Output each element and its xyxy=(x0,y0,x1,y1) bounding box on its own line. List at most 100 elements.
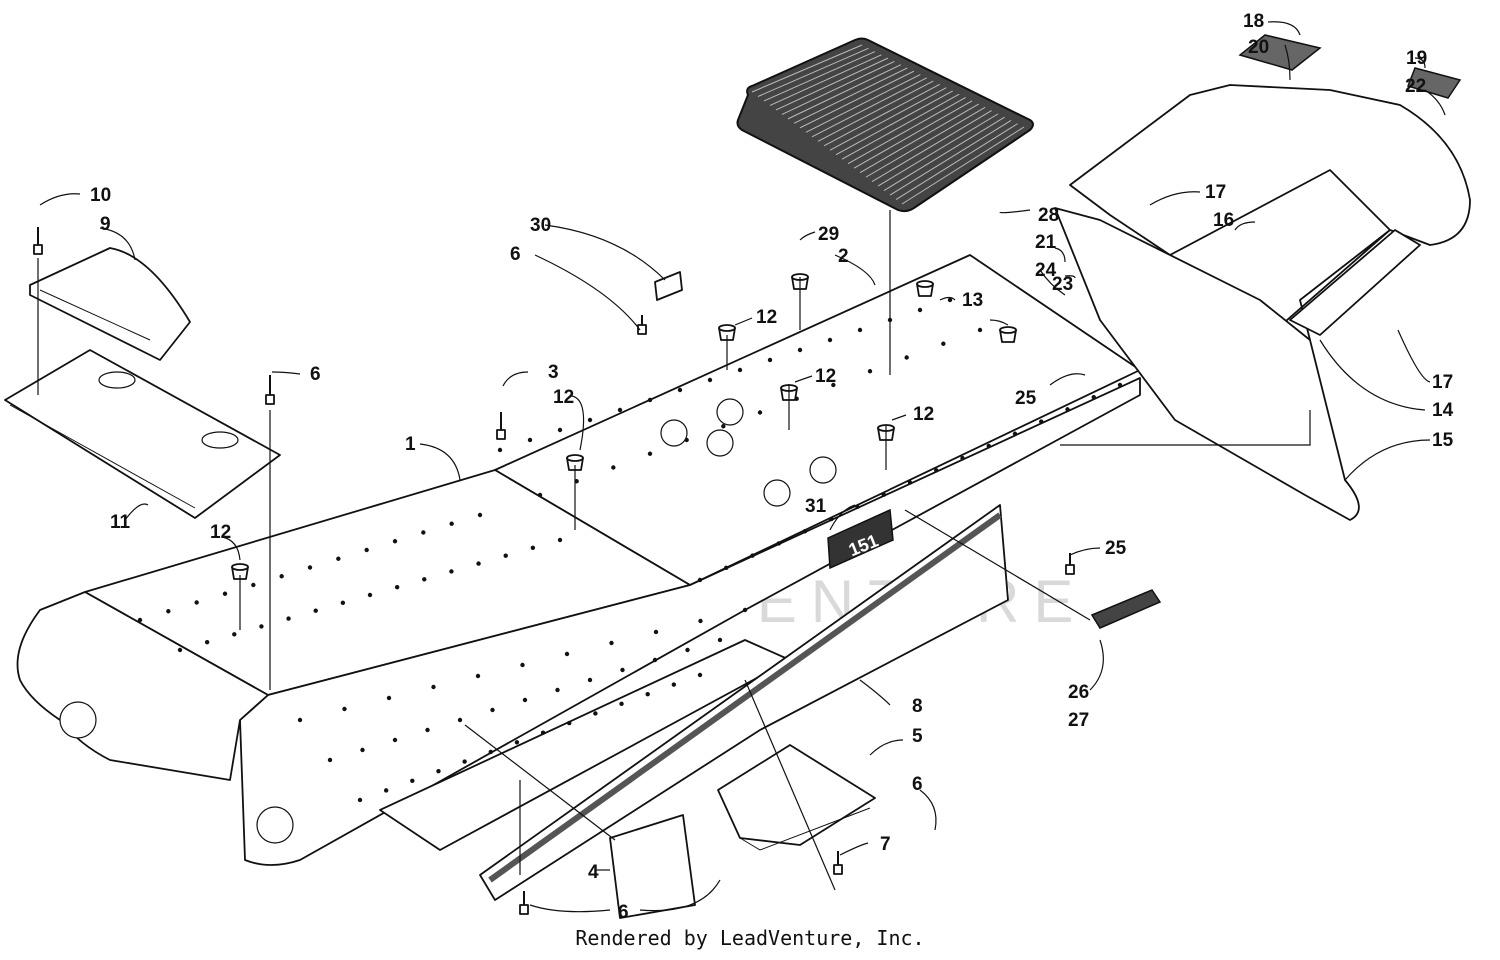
leader-line xyxy=(1039,269,1066,296)
callout-label-c12d: 12 xyxy=(913,404,934,425)
callout-label-c27: 27 xyxy=(1068,710,1089,731)
rivet-hole xyxy=(750,553,755,558)
plug-fastener xyxy=(916,280,934,297)
rear-cover-part xyxy=(29,247,191,361)
rivet-hole xyxy=(1065,407,1070,412)
rivet-hole xyxy=(1039,419,1044,424)
reflector-left-part xyxy=(1238,34,1322,71)
rivet-hole xyxy=(336,556,341,561)
plug-fastener xyxy=(999,326,1017,343)
callout-label-c25a: 25 xyxy=(1015,388,1037,409)
rivet-hole xyxy=(364,547,369,553)
rivet-hole xyxy=(490,707,495,713)
rivet-hole xyxy=(934,468,939,473)
callout-label-c19: 19 xyxy=(1406,48,1427,69)
callout-label-c24: 24 xyxy=(1035,260,1057,281)
callout-label-c18: 18 xyxy=(1243,11,1264,32)
leader-line xyxy=(794,375,813,383)
leader-line xyxy=(1424,89,1446,116)
rivet-hole xyxy=(166,609,171,614)
leader-line xyxy=(839,842,869,856)
rivet-hole xyxy=(194,600,199,605)
rivet-hole xyxy=(827,337,833,343)
rivet-hole xyxy=(462,759,467,764)
leader-line xyxy=(1069,547,1101,556)
rivet-hole xyxy=(476,561,481,566)
leader-line xyxy=(859,679,891,706)
callout-label-c12e: 12 xyxy=(210,522,231,543)
leader-line xyxy=(221,536,241,561)
rivet-hole xyxy=(855,504,860,510)
rivet-hole xyxy=(977,327,983,333)
rivet-hole xyxy=(410,778,415,783)
rivet-hole xyxy=(497,447,503,453)
rivet-hole xyxy=(540,730,546,735)
reflector-right-part xyxy=(1407,67,1462,99)
rivet-hole xyxy=(757,410,763,415)
rivet-hole xyxy=(684,437,689,443)
rivet-hole xyxy=(721,424,726,429)
rivet-hole xyxy=(449,569,454,574)
leader-line xyxy=(999,209,1031,214)
leader-line xyxy=(544,224,666,281)
decal-151-part: 151 xyxy=(827,508,894,570)
callout-label-c10: 10 xyxy=(90,185,111,206)
rivet-hole xyxy=(619,701,624,707)
rivet-hole xyxy=(436,768,441,774)
rivet-hole xyxy=(449,521,454,526)
callout-label-c25b: 25 xyxy=(1105,538,1127,559)
rivet-hole xyxy=(1117,382,1123,388)
rivet-hole xyxy=(259,624,264,629)
rivet-hole xyxy=(797,347,803,353)
leader-line xyxy=(1060,410,1311,446)
callout-label-c16: 16 xyxy=(1213,210,1234,231)
rivet-hole xyxy=(609,640,614,646)
rivet-hole xyxy=(904,355,909,360)
rivet-hole xyxy=(386,695,392,701)
rivet-fastener xyxy=(637,315,647,335)
leader-line xyxy=(904,509,1091,621)
rivet-hole xyxy=(593,711,598,716)
rivet-hole xyxy=(564,651,570,657)
rivet-hole xyxy=(204,639,210,645)
rivet-hole xyxy=(286,616,291,621)
rivet-hole xyxy=(960,455,965,461)
rivet-fastener xyxy=(833,851,843,875)
rivet-fastener xyxy=(519,891,529,915)
plug-fastener xyxy=(231,563,249,580)
rivet-hole xyxy=(342,706,347,712)
callout-label-c13: 13 xyxy=(962,290,983,311)
callout-label-c6a: 6 xyxy=(510,244,521,265)
rivet-hole xyxy=(776,541,781,546)
callout-label-c6b: 6 xyxy=(310,364,321,385)
leader-line xyxy=(799,231,816,241)
callout-label-c28: 28 xyxy=(1038,205,1059,226)
rivet-hole xyxy=(652,657,658,663)
rivet-fastener xyxy=(1065,553,1075,575)
rivet-hole xyxy=(717,637,723,643)
plug-fastener xyxy=(566,454,584,471)
rivet-hole xyxy=(881,492,886,497)
rivet-hole xyxy=(697,577,703,583)
callout-label-c12b: 12 xyxy=(553,387,574,408)
callout-label-c11: 11 xyxy=(110,512,131,533)
callout-label-c6d: 6 xyxy=(618,902,629,923)
rivet-hole xyxy=(947,297,953,303)
leader-line xyxy=(834,254,876,286)
leader-line xyxy=(1397,329,1431,383)
rivet-hole xyxy=(360,747,365,753)
rivet-hole xyxy=(537,492,543,498)
rivet-hole xyxy=(327,757,333,763)
rivet-hole xyxy=(425,727,430,733)
callout-label-c8: 8 xyxy=(912,696,923,717)
rivet-hole xyxy=(1012,431,1018,436)
callout-label-c5: 5 xyxy=(912,726,923,747)
snow-flap-part xyxy=(1054,207,1360,521)
rivet-hole xyxy=(307,565,313,570)
rivet-hole xyxy=(707,377,713,383)
callout-label-c12a: 12 xyxy=(756,307,777,328)
leader-line xyxy=(502,371,529,387)
rivet-hole xyxy=(297,717,303,723)
leader-line xyxy=(734,317,753,326)
rivet-hole xyxy=(685,647,690,653)
